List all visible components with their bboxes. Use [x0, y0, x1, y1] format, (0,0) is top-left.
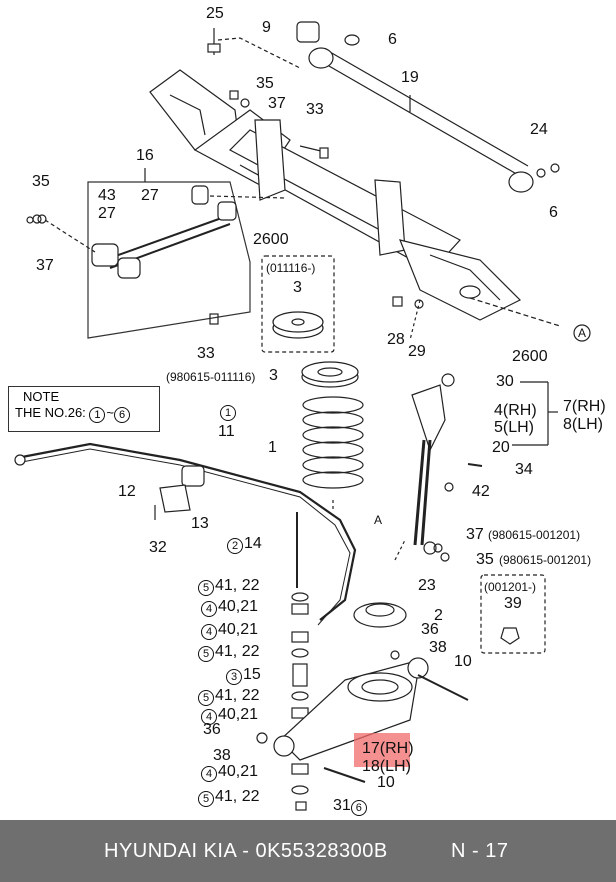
label-20: 20 [492, 439, 510, 456]
label-2600b: 2600 [512, 348, 548, 365]
note-range-sep: ~ [106, 405, 115, 420]
label-17rh: 17(RH) [362, 740, 414, 757]
bolt-33-top [299, 145, 329, 159]
label-9: 9 [262, 19, 271, 36]
label-2600a: 2600 [253, 231, 289, 248]
label-13: 13 [191, 515, 209, 532]
footer-page: N - 17 [451, 840, 509, 862]
label-23: 23 [418, 577, 436, 594]
label-1: 1 [268, 439, 277, 456]
label-33b: 33 [197, 345, 215, 362]
label-27a: 27 [141, 187, 159, 204]
label-12: 12 [118, 483, 136, 500]
footer-part-number: HYUNDAI KIA - 0K55328300B [104, 840, 388, 862]
label-34: 34 [515, 461, 533, 478]
label-37c: 37 [466, 526, 484, 543]
label-35a: 35 [256, 75, 274, 92]
label-35b: 35 [32, 173, 50, 190]
label-2: 2 [434, 607, 443, 624]
upper-arm-group-16 [37, 168, 286, 339]
stabilizer-bar-11 [14, 442, 357, 626]
lateral-rod-19 [308, 47, 534, 193]
label-6a: 6 [388, 31, 397, 48]
label-27b: 27 [98, 205, 116, 222]
label-25: 25 [206, 5, 224, 22]
label-30: 30 [496, 373, 514, 390]
label-3a: 3 [293, 279, 302, 296]
label-A1: A [578, 326, 587, 340]
shock-absorber-20 [394, 299, 455, 561]
label-32: 32 [149, 539, 167, 556]
label-6b: 6 [549, 204, 558, 221]
label-38a: 38 [429, 639, 447, 656]
label-33a: 33 [306, 101, 324, 118]
label-37b: 37 [36, 257, 54, 274]
label-1circ: 1 [220, 403, 237, 421]
nut-39-box [480, 574, 546, 654]
exploded-parts-diagram [14, 21, 591, 811]
note-range-end: 6 [114, 407, 131, 423]
footer-bar: HYUNDAI KIA - 0K55328300B N - 17 [0, 820, 616, 882]
note-prefix: THE NO.26: [15, 405, 86, 420]
label-28: 28 [387, 331, 405, 348]
center-stack [291, 512, 309, 811]
label-36a: 36 [421, 621, 439, 638]
label-19: 19 [401, 69, 419, 86]
label-42: 42 [472, 483, 490, 500]
label-29: 29 [408, 343, 426, 360]
label-37c-date: (980615-001201) [488, 528, 581, 542]
label-001201: (001201-) [484, 580, 537, 594]
rear-axle-housing [149, 69, 591, 342]
label-5lh: 5(LH) [494, 419, 535, 436]
label-35c: 35 [476, 551, 494, 568]
label-24: 24 [530, 121, 548, 138]
label-A2: A [374, 513, 383, 527]
label-36b: 36 [203, 721, 221, 738]
highlight-marker [354, 733, 410, 767]
bolt-25 [207, 28, 301, 69]
label-8lh: 8(LH) [563, 416, 604, 433]
label-16: 16 [136, 147, 154, 164]
note-range-start: 1 [89, 407, 106, 423]
label-43: 43 [98, 187, 116, 204]
label-3b: 3 [269, 367, 278, 384]
bracket-lines [512, 381, 558, 446]
label-11: 11 [218, 423, 235, 440]
label-39: 39 [504, 595, 522, 612]
label-011116: (011116-) [266, 261, 316, 275]
lower-arm-17-18 [256, 602, 469, 783]
note-box: NOTE THE NO.26: 1~6 [8, 386, 160, 432]
coil-spring-1 [302, 396, 364, 510]
label-980615-011116: (980615-011116) [166, 370, 256, 384]
note-text: THE NO.26: 1~6 [15, 405, 131, 423]
spring-seat-3 [261, 255, 359, 388]
note-title: NOTE [23, 389, 60, 404]
label-10a: 10 [454, 653, 472, 670]
label-7rh: 7(RH) [563, 398, 606, 415]
label-18lh: 18(LH) [362, 758, 411, 775]
label-10b: 10 [377, 774, 395, 791]
small-hardware [26, 90, 560, 562]
bushing-9 [296, 21, 360, 46]
label-35c-date: (980615-001201) [499, 553, 592, 567]
label-38b: 38 [213, 747, 231, 764]
label-37a: 37 [268, 95, 286, 112]
label-4rh: 4(RH) [494, 402, 537, 419]
